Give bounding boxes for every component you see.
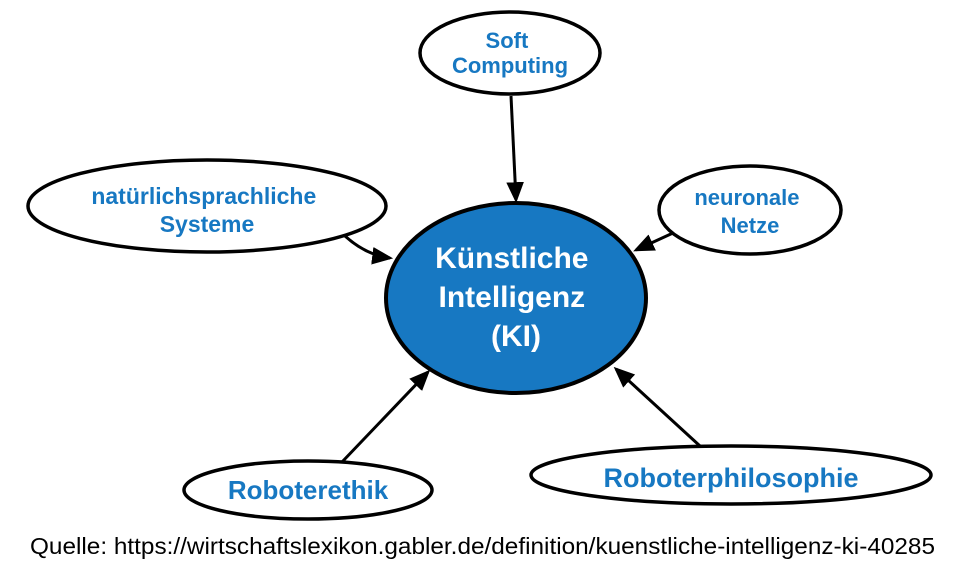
node-soft-computing-label: Soft Computing: [452, 28, 568, 78]
node-roboterethik-ellipse: [182, 459, 434, 521]
node-neuronale-netze-label: neuronale Netze: [694, 185, 805, 238]
node-kuenstliche-intelligenz-label: Künstliche Intelligenz (KI): [435, 242, 597, 353]
edge-roboterethik-to-ki: [340, 369, 431, 464]
source-attribution-text: Quelle: https://wirtschaftslexikon.gable…: [30, 533, 935, 559]
node-natuerlichsprachliche-systeme-label: natürlichsprachliche Systeme: [91, 183, 322, 237]
edge-roboterphilosophie-to-ki: [613, 366, 702, 448]
node-soft-computing-ellipse: [418, 10, 602, 96]
node-kuenstliche-intelligenz-line2: Intelligenz: [438, 281, 585, 314]
node-neuronale-netze-ellipse: [657, 164, 843, 256]
edge-neuronale-netze-to-ki: [633, 231, 674, 252]
edge-soft-computing-to-ki: [506, 95, 524, 204]
node-kuenstliche-intelligenz-line1: Künstliche: [435, 242, 588, 275]
node-kuenstliche-intelligenz-ellipse: [384, 201, 648, 395]
node-natuerlichsprachliche-systeme-line1: natürlichsprachliche: [91, 183, 316, 209]
node-roboterphilosophie-ellipse: [529, 444, 933, 506]
node-neuronale-netze-line1: neuronale: [694, 185, 799, 210]
node-natuerlichsprachliche-systeme-ellipse: [26, 158, 388, 254]
node-roboterphilosophie-label: Roboterphilosophie: [604, 463, 859, 493]
node-roboterethik-label: Roboterethik: [228, 475, 389, 505]
edge-natuerlichsprachliche-systeme-to-ki: [343, 234, 394, 265]
node-neuronale-netze-line2: Netze: [721, 213, 780, 238]
node-natuerlichsprachliche-systeme-line2: Systeme: [160, 211, 255, 237]
node-soft-computing-line2: Computing: [452, 53, 568, 78]
node-kuenstliche-intelligenz-line3: (KI): [491, 320, 541, 353]
node-soft-computing-line1: Soft: [486, 28, 529, 53]
